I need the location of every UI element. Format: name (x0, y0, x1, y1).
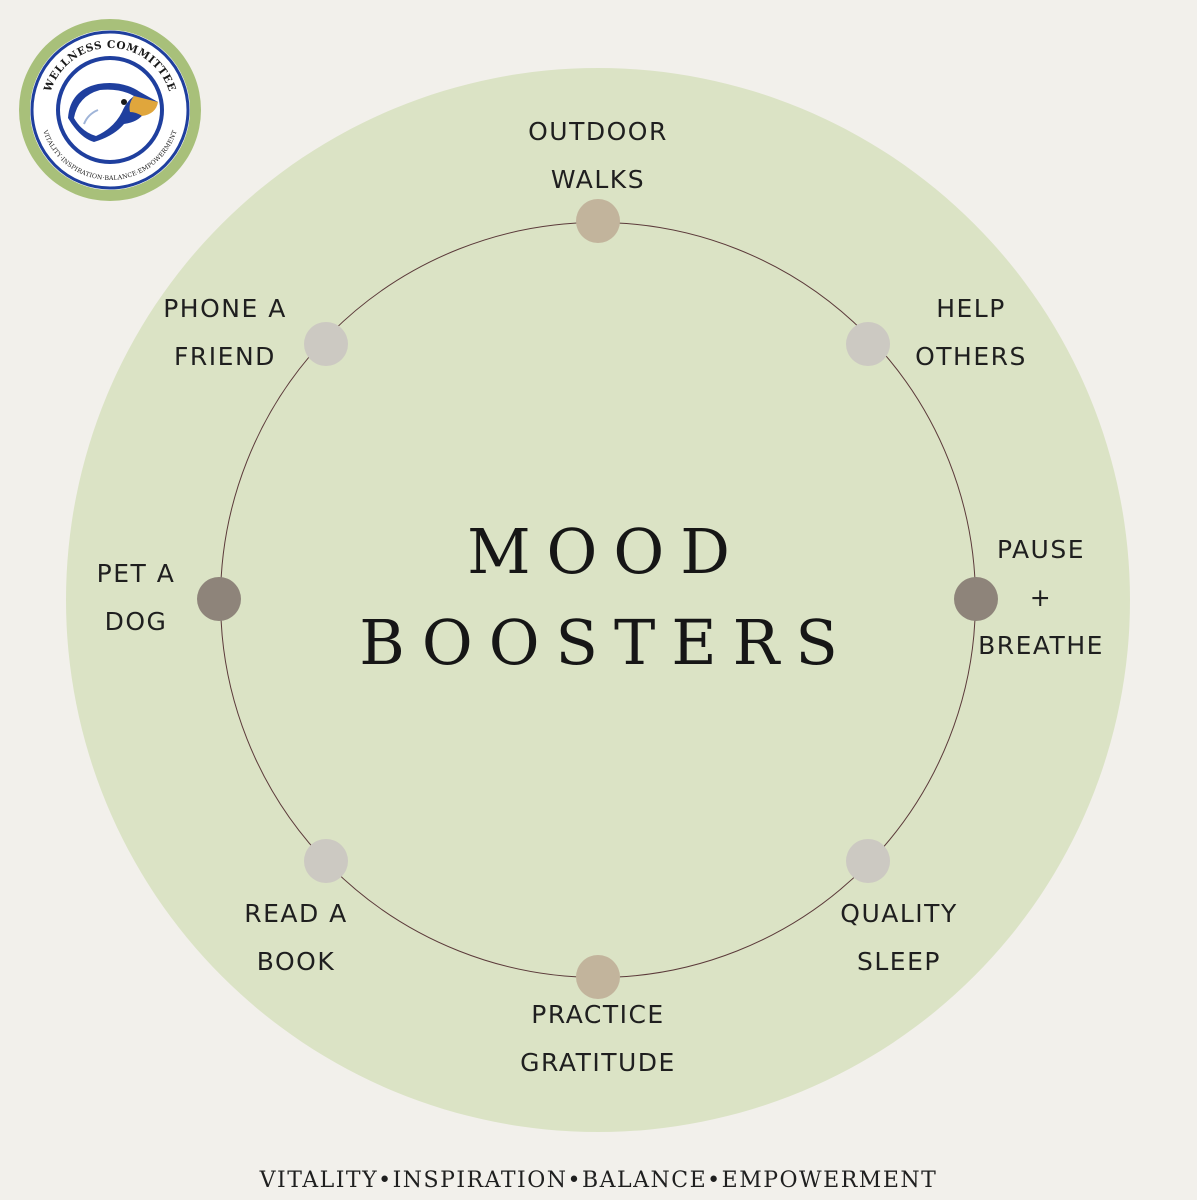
label-line: GRATITUDE (520, 1048, 676, 1077)
footer-tagline: VITALITY•INSPIRATION•BALANCE•EMPOWERMENT (259, 1168, 938, 1193)
label-line: PHONE A (163, 294, 287, 323)
dot-pause-breathe (954, 577, 998, 621)
label-line: READ A (244, 899, 348, 928)
label-line: FRIEND (174, 342, 276, 371)
label-quality-sleep: QUALITY SLEEP (840, 890, 957, 986)
dot-outdoor-walks (576, 199, 620, 243)
label-line: DOG (104, 607, 168, 636)
label-line: + (1029, 583, 1053, 612)
label-help-others: HELP OTHERS (915, 285, 1027, 381)
dot-pet-a-dog (197, 577, 241, 621)
dot-read-a-book (304, 839, 348, 883)
label-line: BOOK (256, 947, 336, 976)
title-line-2: BOOSTERS (359, 606, 854, 679)
label-pet-a-dog: PET A DOG (97, 550, 176, 646)
label-line: PET A (96, 559, 176, 588)
dot-phone-a-friend (304, 322, 348, 366)
label-line: HELP (936, 294, 1006, 323)
label-line: WALKS (550, 165, 646, 194)
label-pause-breathe: PAUSE + BREATHE (978, 526, 1104, 670)
title-line-1: MOOD (467, 515, 746, 588)
label-phone-a-friend: PHONE A FRIEND (163, 285, 287, 381)
label-read-a-book: READ A BOOK (244, 890, 348, 986)
dot-quality-sleep (846, 839, 890, 883)
dot-help-others (846, 322, 890, 366)
dot-practice-gratitude (576, 955, 620, 999)
wellness-committee-logo: WELLNESS COMMITTEE VITALITY·INSPIRATION·… (19, 19, 201, 201)
label-line: PRACTICE (531, 1000, 665, 1029)
label-line: SLEEP (857, 947, 941, 976)
label-line: OTHERS (915, 342, 1027, 371)
label-line: BREATHE (978, 631, 1104, 660)
label-practice-gratitude: PRACTICE GRATITUDE (520, 991, 676, 1087)
label-line: QUALITY (840, 899, 958, 928)
eagle-icon (68, 83, 158, 142)
label-line: OUTDOOR (528, 117, 668, 146)
label-outdoor-walks: OUTDOOR WALKS (528, 108, 668, 204)
label-line: PAUSE (996, 535, 1086, 564)
